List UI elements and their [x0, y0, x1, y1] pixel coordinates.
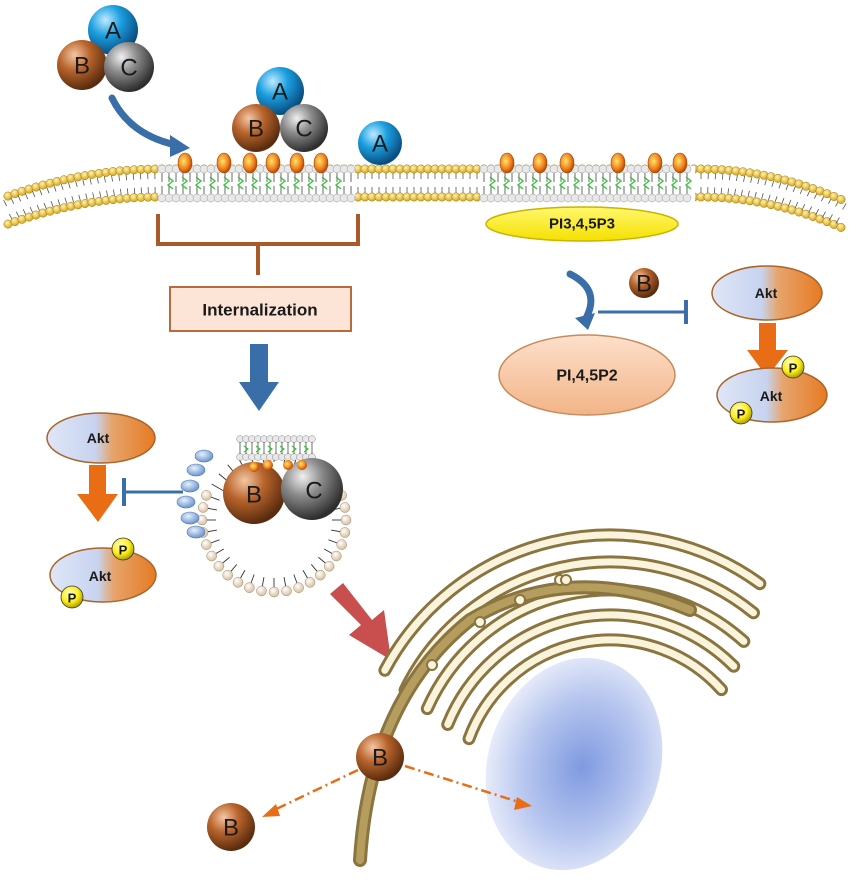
- internalization-label: Internalization: [202, 301, 317, 320]
- vesicle-cargo: B C: [223, 458, 343, 524]
- sphere-b: [223, 462, 285, 524]
- svg-text:Akt: Akt: [87, 430, 110, 446]
- svg-text:B: B: [223, 815, 239, 842]
- activation-arrow-right: [747, 323, 788, 377]
- phospho-akt-right: Akt P P: [716, 355, 828, 425]
- svg-text:Akt: Akt: [755, 285, 778, 301]
- sphere-c: [104, 42, 154, 92]
- lipid-rafts: [157, 152, 695, 203]
- sphere-b-released: B: [207, 803, 255, 851]
- internalization-bracket: [156, 214, 360, 275]
- sphere-b: [57, 40, 107, 90]
- trafficking-arrow-icon: [330, 583, 391, 660]
- svg-text:A: A: [372, 131, 388, 158]
- dashed-arrow-icon: [262, 764, 532, 817]
- sphere-b-small: B: [629, 268, 659, 298]
- sphere-a-label: A: [272, 79, 288, 106]
- sphere-b-golgi: B: [356, 733, 404, 781]
- sphere-a: [256, 67, 304, 115]
- sphere-c: [281, 458, 343, 520]
- svg-text:P: P: [737, 407, 746, 422]
- sphere-a-label: A: [105, 18, 121, 45]
- svg-text:B: B: [246, 482, 262, 509]
- sphere-c-label: C: [120, 55, 137, 82]
- internalization-box: Internalization: [169, 286, 352, 332]
- binding-curved-arrow-icon: [108, 94, 190, 157]
- svg-text:Akt: Akt: [89, 568, 112, 584]
- down-arrow-icon: [239, 344, 279, 411]
- nucleus: [485, 657, 663, 871]
- inhibition-bar-icon: [122, 478, 183, 506]
- abc-complex-bound: A B C: [232, 67, 328, 152]
- pip3-node: PI3,4,5P3: [485, 206, 679, 242]
- endosome-vesicle: [176, 435, 352, 598]
- svg-text:Akt: Akt: [760, 388, 783, 404]
- svg-text:PI3,4,5P3: PI3,4,5P3: [549, 216, 615, 233]
- plasma-membrane: [3, 164, 847, 232]
- sphere-c: [280, 104, 328, 152]
- released-sphere-a: A: [358, 121, 402, 165]
- svg-text:PI,4,5P2: PI,4,5P2: [556, 368, 617, 385]
- akt-left: Akt: [46, 412, 156, 464]
- svg-text:P: P: [119, 543, 128, 558]
- abc-complex-free: A B C: [57, 5, 154, 92]
- sphere-b-label: B: [248, 116, 264, 143]
- akt-right: Akt: [711, 265, 823, 321]
- svg-text:P: P: [789, 361, 798, 376]
- pip2-node: PI,4,5P2: [498, 334, 676, 416]
- phospho-akt-left: Akt P P: [49, 537, 157, 609]
- svg-text:C: C: [305, 478, 322, 505]
- sphere-b: [232, 104, 280, 152]
- sphere-b-label: B: [74, 53, 90, 80]
- conversion-curved-arrow-icon: [566, 270, 595, 330]
- inhibition-bar-icon: [598, 300, 688, 324]
- sphere-c-label: C: [295, 116, 312, 143]
- svg-text:P: P: [68, 591, 77, 606]
- activation-arrow-left: [77, 465, 118, 522]
- svg-text:B: B: [372, 745, 388, 772]
- svg-text:B: B: [636, 271, 652, 298]
